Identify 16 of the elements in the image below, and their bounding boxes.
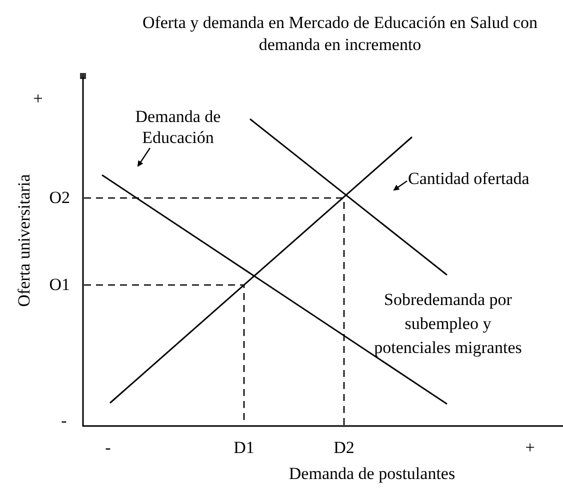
annotation-text: Demanda de Educación	[132, 106, 224, 148]
pointer-arrow	[393, 180, 408, 191]
axis-label: O1	[48, 274, 70, 295]
axis-label: +	[524, 437, 536, 458]
chart-title: Oferta y demanda en Mercado de Educación en Salud con demanda en incremento	[141, 12, 539, 56]
axis-label: D2	[332, 437, 356, 458]
axis-label: +	[32, 88, 44, 109]
pointer-arrow	[137, 148, 150, 167]
annotation-text: Cantidad ofertada	[408, 168, 530, 189]
axis-label: D1	[232, 437, 256, 458]
axis-label: -	[60, 410, 68, 431]
axis-title: Demanda de postulantes	[288, 463, 456, 484]
annotation-text: Sobredemanda por subempleo y potenciales migrantes	[366, 288, 530, 360]
axis-label: -	[104, 437, 112, 458]
axis-label: O2	[48, 187, 70, 208]
axis-title: Oferta universitaria	[14, 173, 34, 309]
